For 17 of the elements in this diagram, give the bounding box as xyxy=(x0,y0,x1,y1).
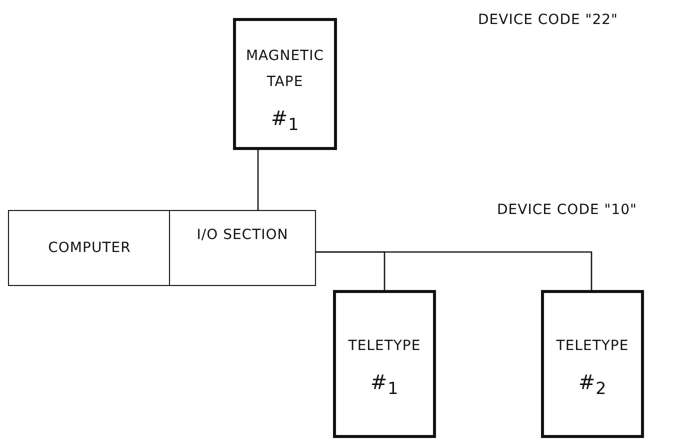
unit-number: #$_{2}$ xyxy=(578,369,607,400)
node-label: I/O SECTION xyxy=(196,226,288,245)
teletype-box xyxy=(333,290,436,438)
device-code-label: DEVICE CODE "10" xyxy=(497,202,637,218)
node-label: COMPUTER xyxy=(48,239,131,258)
unit-number: #$_{1}$ xyxy=(370,369,399,400)
tape-unit-box xyxy=(233,18,337,150)
connector-line xyxy=(257,150,259,210)
teletype-box xyxy=(541,290,644,438)
node-label: MAGNETIC TAPE xyxy=(244,47,326,92)
device-code-label: DEVICE CODE "22" xyxy=(478,12,618,28)
node-label: TELETYPE xyxy=(556,337,629,356)
connector-line xyxy=(316,251,592,290)
computer-box xyxy=(8,210,171,286)
io-section-box xyxy=(169,210,316,286)
node-label: TELETYPE xyxy=(348,337,421,356)
unit-number: #$_{1}$ xyxy=(270,105,300,136)
